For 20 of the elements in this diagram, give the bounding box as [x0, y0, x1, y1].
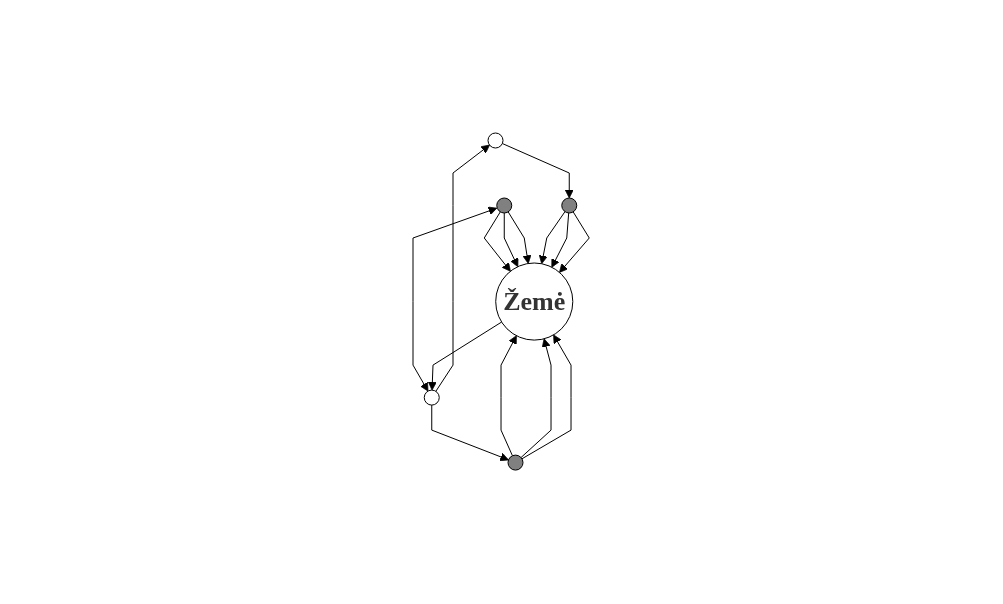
node-circle [424, 390, 441, 407]
node-circle: Žemė [495, 262, 574, 342]
arrow [431, 405, 510, 462]
arrow [500, 335, 518, 457]
arrow [502, 143, 575, 199]
arrow [484, 211, 512, 273]
arrow [435, 145, 491, 393]
arrow [559, 211, 591, 274]
arrow [508, 211, 532, 265]
arrow [521, 334, 572, 460]
arrow [428, 322, 503, 391]
node-circle [487, 132, 504, 149]
arrow [504, 212, 519, 268]
arrow [412, 207, 498, 392]
arrow [520, 338, 552, 459]
arrow [539, 211, 566, 265]
node-circle [561, 197, 578, 214]
arrow [551, 212, 570, 269]
node-circle [496, 197, 513, 214]
node-circle [507, 455, 524, 472]
